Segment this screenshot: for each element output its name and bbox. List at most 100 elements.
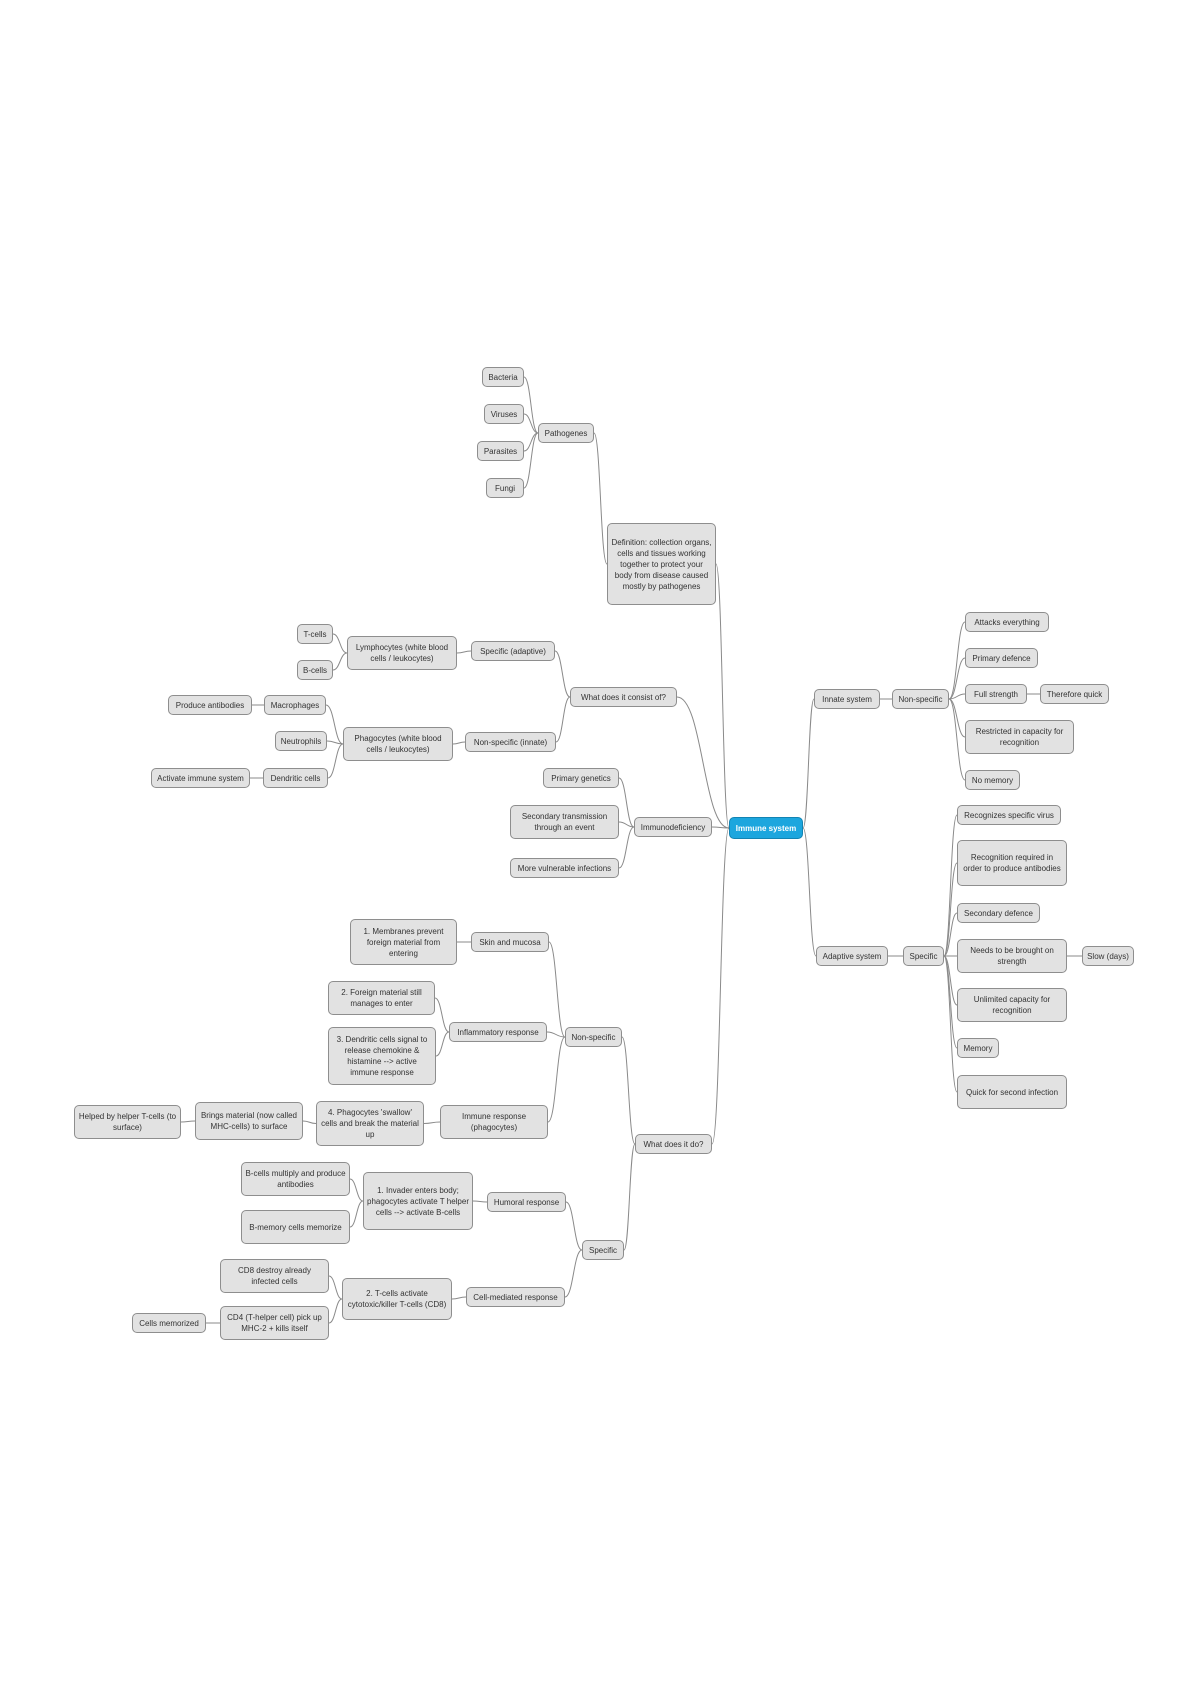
- node-restricted[interactable]: Restricted in capacity for recognition: [965, 720, 1074, 754]
- edge-node-nonspecific-do-to-node-immune-response: [547, 1036, 566, 1123]
- edge-node-phagocytes-to-node-macrophages: [325, 704, 344, 745]
- edge-node-t-cells-activate-to-node-cd8-destroy: [328, 1275, 343, 1300]
- node-recognizes-specific[interactable]: Recognizes specific virus: [957, 805, 1061, 825]
- edge-node-immunodeficiency-to-node-more-vulnerable: [618, 826, 635, 869]
- node-no-memory[interactable]: No memory: [965, 770, 1020, 790]
- node-skin-mucosa[interactable]: Skin and mucosa: [471, 932, 549, 952]
- node-fungi[interactable]: Fungi: [486, 478, 524, 498]
- node-secondary-transmission[interactable]: Secondary transmission through an event: [510, 805, 619, 839]
- edge-node-pathogenes-to-node-fungi: [523, 432, 539, 489]
- edge-node-adaptive-specific-to-node-quick-second: [943, 955, 958, 1093]
- node-macrophages[interactable]: Macrophages: [264, 695, 326, 715]
- edge-node-innate-nonspecific-to-node-restricted: [948, 698, 966, 738]
- node-bacteria[interactable]: Bacteria: [482, 367, 524, 387]
- node-cd4[interactable]: CD4 (T-helper cell) pick up MHC-2 + kill…: [220, 1306, 329, 1340]
- node-t-cells-activate[interactable]: 2. T-cells activate cytotoxic/killer T-c…: [342, 1278, 452, 1320]
- node-parasites[interactable]: Parasites: [477, 441, 524, 461]
- node-b-cells[interactable]: B-cells: [297, 660, 333, 680]
- edge-node-invader-enters-to-node-b-memory: [349, 1200, 364, 1228]
- edge-root-node-immune-system-to-node-what-do: [711, 827, 730, 1145]
- node-swallow[interactable]: 4. Phagocytes 'swallow' cells and break …: [316, 1101, 424, 1146]
- edge-node-adaptive-specific-to-node-secondary-defence: [943, 912, 958, 957]
- edge-node-what-do-to-node-nonspecific-do: [621, 1036, 636, 1145]
- node-cells-memorized[interactable]: Cells memorized: [132, 1313, 206, 1333]
- node-specific-adaptive[interactable]: Specific (adaptive): [471, 641, 555, 661]
- edge-root-node-immune-system-to-node-definition: [715, 563, 730, 829]
- node-invader-enters[interactable]: 1. Invader enters body; phagocytes activ…: [363, 1172, 473, 1230]
- node-innate-nonspecific[interactable]: Non-specific: [892, 689, 949, 709]
- node-dendritic-signal[interactable]: 3. Dendritic cells signal to release che…: [328, 1027, 436, 1085]
- edge-node-immune-response-to-node-swallow: [423, 1121, 441, 1124]
- node-brings-material[interactable]: Brings material (now called MHC-cells) t…: [195, 1102, 303, 1140]
- edge-node-what-consist-to-node-nonspecific-innate: [555, 696, 571, 743]
- edge-root-node-immune-system-to-node-immunodeficiency: [711, 826, 730, 829]
- node-definition[interactable]: Definition: collection organs, cells and…: [607, 523, 716, 605]
- edge-node-specific-do-to-node-cell-mediated: [564, 1249, 583, 1298]
- node-t-cells[interactable]: T-cells: [297, 624, 333, 644]
- edge-node-lymphocytes-to-node-b-cells: [332, 652, 348, 671]
- node-nonspecific-innate[interactable]: Non-specific (innate): [465, 732, 556, 752]
- node-unlimited[interactable]: Unlimited capacity for recognition: [957, 988, 1067, 1022]
- edge-node-nonspecific-innate-to-node-phagocytes: [452, 741, 466, 745]
- root-node-immune-system[interactable]: Immune system: [729, 817, 803, 839]
- node-activate-immune[interactable]: Activate immune system: [151, 768, 250, 788]
- node-full-strength[interactable]: Full strength: [965, 684, 1027, 704]
- node-secondary-defence[interactable]: Secondary defence: [957, 903, 1040, 923]
- node-recognition-required[interactable]: Recognition required in order to produce…: [957, 840, 1067, 886]
- edge-node-inflammatory-to-node-dendritic-signal: [435, 1031, 450, 1057]
- edge-root-node-immune-system-to-node-what-consist: [676, 696, 730, 829]
- edge-node-definition-to-node-pathogenes: [593, 432, 608, 565]
- node-attacks-everything[interactable]: Attacks everything: [965, 612, 1049, 632]
- edge-node-phagocytes-to-node-dendritic-cells: [327, 743, 344, 779]
- node-viruses[interactable]: Viruses: [484, 404, 524, 424]
- node-slow-days[interactable]: Slow (days): [1082, 946, 1134, 966]
- edge-node-pathogenes-to-node-viruses: [523, 413, 539, 434]
- edge-node-what-do-to-node-specific-do: [623, 1143, 636, 1251]
- node-immunodeficiency[interactable]: Immunodeficiency: [634, 817, 712, 837]
- node-adaptive-specific[interactable]: Specific: [903, 946, 944, 966]
- edge-root-node-immune-system-to-node-adaptive-system: [802, 827, 817, 957]
- edge-node-specific-adaptive-to-node-lymphocytes: [456, 650, 472, 654]
- edge-node-inflammatory-to-node-foreign-still: [434, 997, 450, 1033]
- node-pathogenes[interactable]: Pathogenes: [538, 423, 594, 443]
- node-memory[interactable]: Memory: [957, 1038, 999, 1058]
- node-neutrophils[interactable]: Neutrophils: [275, 731, 327, 751]
- node-innate-system[interactable]: Innate system: [814, 689, 880, 709]
- edge-root-node-immune-system-to-node-innate-system: [802, 698, 815, 829]
- node-phagocytes[interactable]: Phagocytes (white blood cells / leukocyt…: [343, 727, 453, 761]
- node-b-cells-multiply[interactable]: B-cells multiply and produce antibodies: [241, 1162, 350, 1196]
- node-more-vulnerable[interactable]: More vulnerable infections: [510, 858, 619, 878]
- node-quick-second[interactable]: Quick for second infection: [957, 1075, 1067, 1109]
- node-specific-do[interactable]: Specific: [582, 1240, 624, 1260]
- node-cell-mediated[interactable]: Cell-mediated response: [466, 1287, 565, 1307]
- edge-node-pathogenes-to-node-bacteria: [523, 376, 539, 434]
- edge-node-lymphocytes-to-node-t-cells: [332, 633, 348, 654]
- edge-node-innate-nonspecific-to-node-full-strength: [948, 693, 966, 700]
- node-primary-defence[interactable]: Primary defence: [965, 648, 1038, 668]
- node-inflammatory[interactable]: Inflammatory response: [449, 1022, 547, 1042]
- edge-node-nonspecific-do-to-node-inflammatory: [546, 1031, 566, 1038]
- edge-node-innate-nonspecific-to-node-no-memory: [948, 698, 966, 781]
- node-nonspecific-do[interactable]: Non-specific: [565, 1027, 622, 1047]
- node-immune-response[interactable]: Immune response (phagocytes): [440, 1105, 548, 1139]
- node-b-memory[interactable]: B-memory cells memorize: [241, 1210, 350, 1244]
- node-therefore-quick[interactable]: Therefore quick: [1040, 684, 1109, 704]
- edge-node-cell-mediated-to-node-t-cells-activate: [451, 1296, 467, 1300]
- node-lymphocytes[interactable]: Lymphocytes (white blood cells / leukocy…: [347, 636, 457, 670]
- edge-node-nonspecific-do-to-node-skin-mucosa: [548, 941, 566, 1038]
- node-what-consist[interactable]: What does it consist of?: [570, 687, 677, 707]
- node-needs-brought[interactable]: Needs to be brought on strength: [957, 939, 1067, 973]
- node-adaptive-system[interactable]: Adaptive system: [816, 946, 888, 966]
- node-produce-antibodies[interactable]: Produce antibodies: [168, 695, 252, 715]
- node-primary-genetics[interactable]: Primary genetics: [543, 768, 619, 788]
- node-membranes[interactable]: 1. Membranes prevent foreign material fr…: [350, 919, 457, 965]
- node-what-do[interactable]: What does it do?: [635, 1134, 712, 1154]
- edge-node-brings-material-to-node-helped-by: [180, 1120, 196, 1123]
- node-dendritic-cells[interactable]: Dendritic cells: [263, 768, 328, 788]
- node-cd8-destroy[interactable]: CD8 destroy already infected cells: [220, 1259, 329, 1293]
- node-foreign-still[interactable]: 2. Foreign material still manages to ent…: [328, 981, 435, 1015]
- node-humoral[interactable]: Humoral response: [487, 1192, 566, 1212]
- node-helped-by[interactable]: Helped by helper T-cells (to surface): [74, 1105, 181, 1139]
- edge-node-swallow-to-node-brings-material: [302, 1120, 317, 1124]
